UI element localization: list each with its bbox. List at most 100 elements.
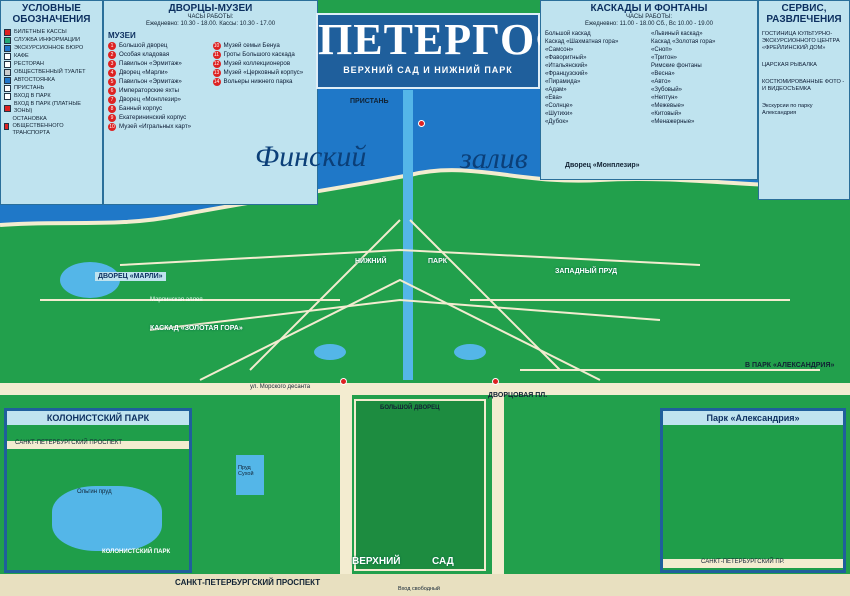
label-zapad: ЗАПАДНЫЙ ПРУД <box>555 268 618 275</box>
cascade-item: «Авто» <box>651 79 671 85</box>
cascade-item: «Дубок» <box>545 119 569 125</box>
legend-label: СЛУЖБА ИНФОРМАЦИИ <box>14 37 80 43</box>
label-pristan: ПРИСТАНЬ <box>350 98 389 105</box>
legend-label: ВХОД В ПАРК (ПЛАТНЫЕ ЗОНЫ) <box>13 101 82 114</box>
service-panel: СЕРВИС, РАЗВЛЕЧЕНИЯ ГОСТИНИЦА КУЛЬТУРНО-… <box>758 0 850 200</box>
legend-item: ОБЩЕСТВЕННЫЙ ТУАЛЕТ <box>4 69 99 76</box>
museum-number: 2 <box>108 51 116 59</box>
legend-symbol <box>4 104 11 112</box>
legend-symbol <box>4 93 11 100</box>
museum-number: 10 <box>108 123 116 131</box>
cascade-item: «Шутихи» <box>545 111 573 117</box>
label-verkhny: ВЕРХНИЙ <box>352 556 401 567</box>
legend-item: ПРИСТАНЬ <box>4 85 99 92</box>
cascade-item: «Тритон» <box>651 55 678 61</box>
legend-label: КАФЕ <box>14 53 29 59</box>
entrance-free-label: Вход свободный <box>398 586 440 592</box>
bottom-street-label: САНКТ-ПЕТЕРБУРГСКИЙ ПРОСПЕКТ <box>175 578 321 587</box>
inset-left-street: САНКТ-ПЕТЕРБУРГСКИЙ ПРОСПЕКТ <box>15 440 123 446</box>
museum-name: Дворец «Марли» <box>119 69 168 76</box>
museum-name: Гроты Большого каскада <box>223 51 295 58</box>
cascades-panel: КАСКАДЫ И ФОНТАНЫ ЧАСЫ РАБОТЫ: Ежедневно… <box>540 0 758 180</box>
ticket-marker[interactable] <box>418 120 425 127</box>
label-alexandria-arrow: В ПАРК «АЛЕКСАНДРИЯ» <box>745 362 835 369</box>
ticket-marker[interactable] <box>492 378 499 385</box>
legend-label: ЭКСКУРСИОННОЕ БЮРО <box>14 45 84 51</box>
legend-symbol <box>4 37 11 44</box>
ticket-marker[interactable] <box>340 378 347 385</box>
legend-symbol <box>4 29 11 36</box>
cascade-item: «Львиный каскад» <box>651 31 703 37</box>
legend-item: БИЛЕТНЫЕ КАССЫ <box>4 29 99 36</box>
service-item: Экскурсии по парку Александрия <box>762 103 813 116</box>
museum-number: 4 <box>108 69 116 77</box>
museum-number: 9 <box>108 114 116 122</box>
legend-symbol <box>4 69 11 76</box>
upper-garden <box>354 399 486 571</box>
cascade-item: Большой каскад <box>545 31 591 37</box>
inset-kolonistsky-title: КОЛОНИСТСКИЙ ПАРК <box>7 411 189 425</box>
legend-item: ОСТАНОВКА ОБЩЕСТВЕННОГО ТРАНСПОРТА <box>4 116 99 137</box>
legend-label: ПРИСТАНЬ <box>14 85 45 91</box>
label-nizhny: НИЖНИЙ <box>355 258 387 265</box>
cascade-item: «Ева» <box>545 95 563 101</box>
legend-symbol <box>4 123 10 130</box>
pond-left <box>314 344 346 360</box>
legend-symbol <box>4 61 11 68</box>
cascades-hours-label: ЧАСЫ РАБОТЫ: <box>626 14 672 20</box>
cascade-item: «Французский» <box>545 71 588 77</box>
legend-item: ЭКСКУРСИОННОЕ БЮРО <box>4 45 99 52</box>
pond-sukhoy <box>236 455 264 495</box>
legend-item: АВТОСТОЯНКА <box>4 77 99 84</box>
museum-name: Екатерининский корпус <box>119 114 187 121</box>
service-item: ЦАРСКАЯ РЫБАЛКА <box>762 62 817 68</box>
museum-name: Музей семьи Бенуа <box>223 42 280 49</box>
legend-item: РЕСТОРАН <box>4 61 99 68</box>
museum-name: Павильон «Эрмитаж» <box>119 78 182 85</box>
marli-pond <box>60 262 120 298</box>
inset-kolonistsky: КОЛОНИСТСКИЙ ПАРК САНКТ-ПЕТЕРБУРГСКИЙ ПР… <box>4 408 192 573</box>
label-prud: Пруд Сухой <box>238 465 254 477</box>
museum-name: Банный корпус <box>119 105 163 112</box>
legend-symbol <box>4 85 11 92</box>
cascade-item: «Фаворитный» <box>545 55 587 61</box>
cascade-item: «Солнце» <box>545 103 573 109</box>
olgin-pond-label: Ольгин пруд <box>77 489 112 495</box>
road-vertical-right <box>492 385 504 575</box>
cascade-item: «Самсон» <box>545 47 574 53</box>
olgin-pond <box>52 486 162 551</box>
museum-name: Музей «Церковный корпус» <box>223 69 304 76</box>
road-vertical-left <box>340 385 352 575</box>
cascade-item: «Сноп» <box>651 47 672 53</box>
inset-right-road <box>663 559 843 568</box>
label-marli: ДВОРЕЦ «МАРЛИ» <box>95 272 166 281</box>
street-marlinskaya: Марлинская аллея <box>150 297 203 303</box>
cascade-item: «Менажерные» <box>651 119 695 125</box>
label-bolshoy: БОЛЬШОЙ ДВОРЕЦ <box>380 405 440 411</box>
map-title: ПЕТЕРГОФ <box>318 15 575 64</box>
cascade-item: «Нептун» <box>651 95 678 101</box>
legend-label: ОСТАНОВКА ОБЩЕСТВЕННОГО ТРАНСПОРТА <box>12 116 64 136</box>
map-subtitle: ВЕРХНИЙ САД И НИЖНИЙ ПАРК <box>343 65 513 75</box>
legend-heading: УСЛОВНЫЕ ОБОЗНАЧЕНИЯ <box>12 3 91 25</box>
service-list: ГОСТИНИЦА КУЛЬТУРНО-ЭКСКУРСИОННОГО ЦЕНТР… <box>762 31 846 117</box>
museum-number: 11 <box>212 51 221 59</box>
inset-left-road <box>7 441 189 449</box>
museum-number: 1 <box>108 42 116 50</box>
cascades-hours: Ежедневно: 11.00 - 18.00 Сб., Вс 10.00 -… <box>585 21 713 27</box>
bottom-road: САНКТ-ПЕТЕРБУРГСКИЙ ПРОСПЕКТ Вход свобод… <box>0 574 850 596</box>
service-item: ГОСТИНИЦА КУЛЬТУРНО-ЭКСКУРСИОННОГО ЦЕНТР… <box>762 31 840 51</box>
legend-item: ВХОД В ПАРК (ПЛАТНЫЕ ЗОНЫ) <box>4 101 99 115</box>
